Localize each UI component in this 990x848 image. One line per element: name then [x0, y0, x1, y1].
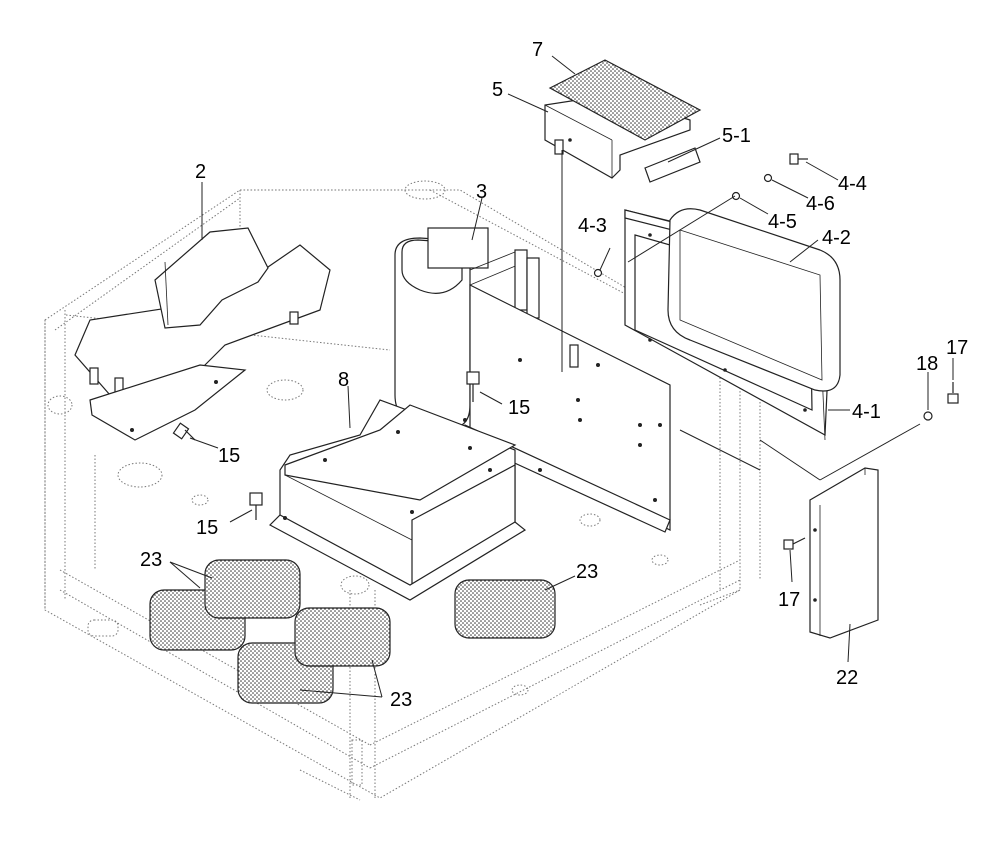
leader-lines	[169, 55, 954, 698]
washer-4-6	[763, 173, 773, 183]
nut-4-3	[593, 268, 603, 278]
mesh-pad-23-b	[204, 559, 301, 619]
washer-4-5	[731, 191, 741, 201]
callout-15-lower: 15	[196, 517, 218, 539]
callout-17-right: 17	[946, 337, 968, 359]
bolt-17-right	[947, 382, 959, 404]
bolt-17-bracket	[783, 537, 806, 550]
callout-labels: 7 5 5-1 4-4 4-6 4-5 4-3 4-2 4-1 18 17 2 …	[140, 39, 968, 711]
mesh-pad-23-group	[149, 559, 556, 704]
callout-4-3: 4-3	[578, 215, 607, 237]
callout-22: 22	[836, 667, 858, 689]
bolt-15-left	[172, 422, 196, 441]
callout-4-1: 4-1	[852, 401, 881, 423]
callout-18: 18	[916, 353, 938, 375]
callout-17-bracket: 17	[778, 589, 800, 611]
callout-5-1: 5-1	[722, 125, 751, 147]
bolt-15-lower	[249, 492, 263, 520]
part-8-box	[269, 399, 527, 601]
callout-23-bottom: 23	[390, 689, 412, 711]
callout-7: 7	[532, 39, 543, 61]
callout-15-center: 15	[508, 397, 530, 419]
callout-4-4: 4-4	[838, 173, 867, 195]
part-5-1-strip	[644, 147, 701, 183]
callout-2: 2	[195, 161, 206, 183]
mesh-pad-23-e	[454, 579, 556, 639]
bolt-4-4	[789, 153, 808, 165]
callout-4-2: 4-2	[822, 227, 851, 249]
callout-5: 5	[492, 79, 503, 101]
mesh-pad-23-d	[294, 607, 391, 667]
part-2-cover	[74, 227, 331, 441]
callout-15-left: 15	[218, 445, 240, 467]
part-4-2-gasket	[667, 208, 841, 392]
part-7-mesh-pad	[548, 59, 702, 141]
callout-3: 3	[476, 181, 487, 203]
callout-4-6: 4-6	[806, 193, 835, 215]
bolt-15-center	[466, 371, 480, 402]
callout-23-right: 23	[576, 561, 598, 583]
callout-8: 8	[338, 369, 349, 391]
callout-4-5: 4-5	[768, 211, 797, 233]
washer-18	[923, 411, 933, 421]
part-22-bracket	[809, 467, 879, 639]
callout-23-left: 23	[140, 549, 162, 571]
